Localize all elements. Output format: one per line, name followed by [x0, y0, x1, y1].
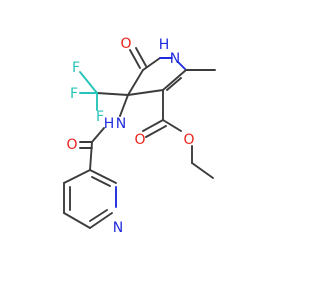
bond-py-6-inner	[91, 176, 111, 187]
molecule-structure: O H N F F F N H O O O N	[63, 36, 216, 236]
ester-ether-oxygen-label: O	[183, 132, 194, 148]
bond-py-6	[89, 169, 117, 184]
ring-oxygen-label: O	[120, 36, 131, 52]
amide-h-label: H	[104, 116, 115, 132]
bond-py-4-inner	[89, 209, 108, 222]
bond-c4-nh	[119, 94, 129, 117]
bond-ring-c2-c3	[162, 69, 187, 91]
bond-amide-c-pyridine	[89, 141, 93, 171]
amide-n-label: N	[116, 116, 126, 132]
amide-group	[79, 127, 105, 171]
bond-ester-c-o-carbonyl-double	[145, 125, 167, 138]
fluorine-1-label: F	[72, 60, 80, 76]
ethyl-ester-group	[142, 89, 214, 179]
ring-carbonyl	[129, 47, 147, 69]
bond-ring-c4-c5	[127, 69, 144, 96]
ring-n-label: N	[170, 51, 180, 67]
bond-ethyl-ch2-ch3	[191, 162, 214, 179]
fluorine-3-label: F	[96, 109, 104, 125]
bond-c5-o	[129, 49, 141, 69]
bond-nh-amide-c	[91, 127, 105, 143]
fluorine-2-label: F	[70, 86, 78, 102]
bond-c4-cf3	[96, 92, 129, 96]
molecule-canvas: O H N F F F N H O O O N	[63, 36, 216, 236]
pyridine-n-label: N	[113, 220, 123, 236]
bond-py-1	[63, 169, 91, 184]
pyridine-ring	[63, 169, 117, 229]
bond-ester-c-o-ether	[162, 119, 182, 132]
trifluoromethyl-group	[79, 71, 129, 111]
bond-ring-c3-c4	[127, 89, 164, 96]
ring-nh-h-label: H	[159, 37, 170, 53]
bond-ring-n-c2	[177, 61, 187, 71]
amide-oxygen-label: O	[66, 137, 77, 153]
ester-carbonyl-oxygen-label: O	[134, 132, 145, 148]
pyrrolinone-ring	[127, 57, 187, 96]
bond-py-4	[89, 212, 113, 229]
bond-py-3	[63, 212, 91, 229]
bond-c5-o-double	[135, 47, 147, 67]
bond-ring-c2-c3-inner	[166, 77, 182, 91]
bond-cf3-f1	[79, 71, 98, 94]
bond-ring-c5-nh	[142, 57, 161, 71]
bond-ester-c-o-carbonyl	[142, 119, 164, 132]
